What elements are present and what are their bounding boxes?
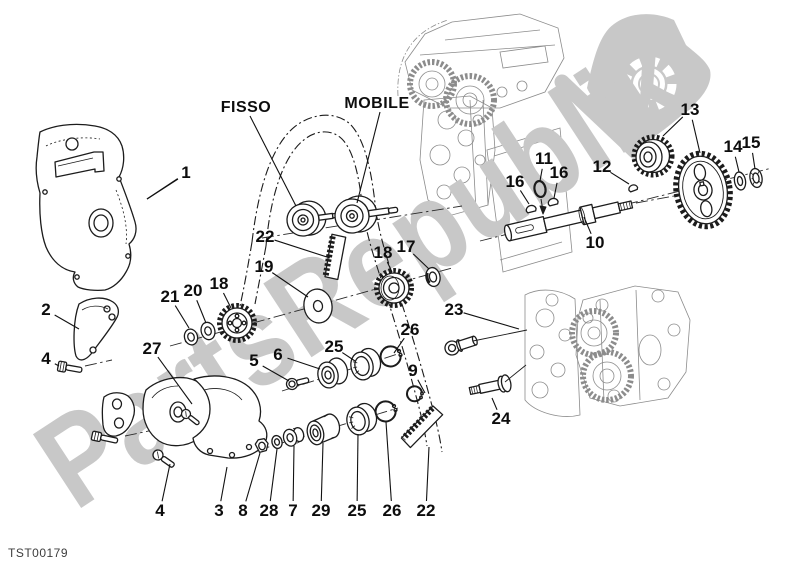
nut-8 — [254, 438, 269, 453]
roller-29 — [306, 413, 341, 446]
callout-label-18: 18 — [373, 243, 393, 262]
callout-label-4: 4 — [155, 501, 165, 520]
roller-25-lower — [346, 402, 378, 436]
nut-21 — [183, 328, 199, 346]
callout-label-9: 9 — [408, 361, 418, 380]
logo-pole — [554, 74, 644, 160]
washer-28 — [271, 434, 283, 450]
gear-13-small — [631, 134, 675, 178]
callout-label-23: 23 — [444, 300, 464, 319]
callout-label-3: 3 — [214, 501, 224, 520]
bolt-24-link — [504, 364, 527, 383]
callout-label-26: 26 — [400, 320, 420, 339]
callout-label-11: 11 — [535, 149, 553, 168]
callout-label-25: 25 — [347, 501, 367, 520]
callout-label-6: 6 — [273, 345, 283, 364]
callout-label-1: 1 — [181, 163, 191, 182]
mobile-tensioner-label: MOBILE — [344, 95, 410, 112]
key-12 — [628, 184, 639, 193]
callout-label-20: 20 — [183, 281, 203, 300]
callout-label-22: 22 — [255, 227, 275, 246]
oring-arrow — [539, 198, 547, 215]
key-16-right — [547, 197, 559, 207]
diagram-code: TST00179 — [8, 546, 69, 560]
callout-label-14: 14 — [723, 137, 743, 156]
logo-gear-icon — [621, 56, 677, 112]
oring-11 — [533, 179, 547, 199]
callout-label-28: 28 — [259, 501, 279, 520]
belt-segment-bottom — [400, 405, 444, 449]
roller-6 — [317, 357, 349, 389]
callout-label-21: 21 — [160, 287, 180, 306]
callout-label-29: 29 — [311, 501, 331, 520]
callout-label-27: 27 — [142, 339, 162, 358]
callout-label-16: 16 — [549, 163, 569, 182]
side-cover — [73, 297, 120, 361]
bolt-23 — [444, 335, 478, 356]
washer-17 — [425, 266, 441, 288]
callout-label-26: 26 — [382, 501, 402, 520]
gear-13-large — [673, 150, 733, 230]
key-16-left — [525, 204, 537, 214]
washer-14 — [733, 171, 747, 191]
bolt-24 — [468, 374, 512, 396]
circlip-9 — [406, 385, 424, 403]
washer-15 — [749, 167, 763, 189]
screw-mid — [180, 408, 200, 426]
callout-label-16: 16 — [505, 172, 525, 191]
callout-label-2: 2 — [41, 300, 51, 319]
callout-label-19: 19 — [254, 257, 274, 276]
engine-sketch-top-right — [397, 13, 565, 127]
callout-label-24: 24 — [491, 409, 511, 428]
washer-20 — [200, 321, 216, 341]
callout-label-7: 7 — [288, 501, 298, 520]
logo-flag — [587, 14, 711, 148]
bolt-long — [90, 430, 119, 444]
gasket — [101, 392, 135, 437]
layshaft-10 — [503, 200, 634, 242]
belt-cover-outer — [35, 123, 137, 292]
fixed-tensioner-pulley — [286, 200, 340, 237]
engine-sketch-bottom-right — [524, 285, 691, 417]
engine-sketch-head — [419, 95, 573, 273]
roller-25-upper — [350, 347, 382, 381]
mobile-tensioner-pulley — [334, 195, 399, 234]
tensioner-leaders — [146, 111, 381, 207]
camshaft-pulley-18-left — [217, 303, 257, 343]
bolt-4-upper — [56, 360, 83, 373]
washer-19 — [303, 288, 333, 324]
callout-label-4: 4 — [41, 349, 51, 368]
callout-label-8: 8 — [238, 501, 248, 520]
spacer-7 — [282, 427, 305, 447]
callout-label-5: 5 — [249, 351, 259, 370]
screw-4-lower — [152, 449, 175, 468]
callout-label-12: 12 — [592, 157, 612, 176]
callout-label-25: 25 — [324, 337, 344, 356]
circlip-26-lower — [374, 400, 398, 423]
callout-label-13: 13 — [680, 100, 700, 119]
callout-label-17: 17 — [396, 237, 416, 256]
callout-label-15: 15 — [741, 133, 761, 152]
callout-label-22: 22 — [416, 501, 436, 520]
camshaft-pulley-18-right — [374, 268, 414, 308]
callout-label-10: 10 — [585, 233, 605, 252]
callout-label-18: 18 — [209, 274, 229, 293]
bolt-23-link — [472, 329, 528, 342]
fixed-tensioner-label: FISSO — [220, 99, 272, 116]
